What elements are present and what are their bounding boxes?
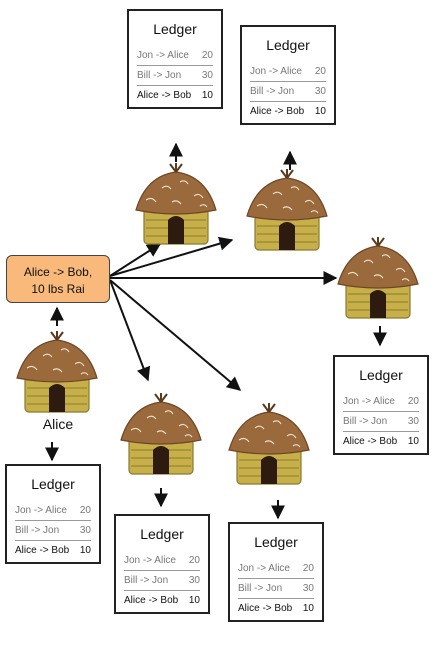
ledger-hut-4: Ledger Jon -> Alice 20 Bill -> Jon 30 Alic… (114, 514, 210, 614)
ledger-row-desc: Alice -> Bob (343, 436, 398, 447)
hut-5 (228, 402, 310, 485)
ledger-title: Ledger (266, 37, 310, 53)
ledger-row-desc: Jon -> Alice (124, 555, 176, 566)
ledger-hut-5: Ledger Jon -> Alice 20 Bill -> Jon 30 Alic… (228, 522, 324, 622)
ledger-row-amount: 10 (188, 595, 200, 606)
ledger-row-amount: 10 (302, 603, 314, 614)
ledger-row-amount: 20 (79, 505, 91, 516)
message-line-1: Alice -> Bob, (23, 265, 93, 279)
arrow-to-hut-2 (109, 236, 234, 277)
ledger-row: Alice -> Bob 10 (124, 592, 200, 610)
ledger-row: Jon -> Alice 20 (124, 552, 200, 571)
ledger-row-desc: Bill -> Jon (343, 416, 388, 427)
hut-alice (16, 330, 98, 413)
ledger-hut-2: Ledger Jon -> Alice 20 Bill -> Jon 30 Alic… (240, 25, 336, 125)
ledger-row-desc: Jon -> Alice (343, 396, 395, 407)
ledger-row: Alice -> Bob 10 (137, 87, 213, 105)
ledger-row-amount: 10 (314, 106, 326, 117)
transaction-message: Alice -> Bob, 10 lbs Rai (6, 255, 110, 303)
ledger-row-desc: Bill -> Jon (238, 583, 283, 594)
ledger-row: Alice -> Bob 10 (250, 103, 326, 121)
ledger-title: Ledger (359, 367, 403, 383)
ledger-title: Ledger (254, 534, 298, 550)
ledger-row: Alice -> Bob 10 (15, 542, 91, 560)
alice-label: Alice (42, 416, 74, 432)
ledger-row-desc: Jon -> Alice (238, 563, 290, 574)
ledger-row: Alice -> Bob 10 (343, 433, 419, 451)
ledger-row: Jon -> Alice 20 (137, 47, 213, 66)
ledger-row-desc: Alice -> Bob (124, 595, 179, 606)
ledger-row-amount: 30 (407, 416, 419, 427)
ledger-hut-3: Ledger Jon -> Alice 20 Bill -> Jon 30 Alic… (333, 355, 429, 455)
ledger-row-amount: 10 (79, 545, 91, 556)
ledger-row-desc: Bill -> Jon (137, 70, 182, 81)
hut-4 (120, 392, 202, 475)
ledger-row: Bill -> Jon 30 (238, 580, 314, 599)
ledger-row-amount: 30 (314, 86, 326, 97)
ledger-row-amount: 20 (314, 66, 326, 77)
ledger-title: Ledger (153, 21, 197, 37)
ledger-hut-1: Ledger Jon -> Alice 20 Bill -> Jon 30 Alic… (127, 9, 223, 109)
ledger-row-amount: 20 (188, 555, 200, 566)
ledger-row: Bill -> Jon 30 (343, 413, 419, 432)
ledger-row: Bill -> Jon 30 (250, 83, 326, 102)
message-line-2: 10 lbs Rai (31, 282, 85, 296)
hut-2 (246, 168, 328, 251)
ledger-title: Ledger (140, 526, 184, 542)
arrow-to-hut-5 (109, 279, 242, 391)
ledger-row: Jon -> Alice 20 (15, 502, 91, 521)
hut-1 (135, 162, 217, 245)
ledger-row-desc: Bill -> Jon (124, 575, 169, 586)
connection-arrows (45, 142, 387, 520)
ledger-row-amount: 10 (201, 90, 213, 101)
ledger-row: Bill -> Jon 30 (15, 522, 91, 541)
ledger-row-desc: Jon -> Alice (137, 50, 189, 61)
ledger-row-desc: Bill -> Jon (15, 525, 60, 536)
ledger-row-amount: 30 (302, 583, 314, 594)
arrow-to-hut-1 (109, 243, 162, 277)
ledger-row-amount: 30 (79, 525, 91, 536)
ledger-row-amount: 30 (188, 575, 200, 586)
ledger-title: Ledger (31, 476, 75, 492)
arrow-to-hut-4 (109, 279, 151, 382)
ledger-row: Jon -> Alice 20 (343, 393, 419, 412)
ledger-row: Jon -> Alice 20 (238, 560, 314, 579)
ledger-row-desc: Bill -> Jon (250, 86, 295, 97)
ledger-row-desc: Jon -> Alice (15, 505, 67, 516)
hut-3 (337, 236, 419, 319)
ledger-row-amount: 10 (407, 436, 419, 447)
ledger-row-desc: Alice -> Bob (250, 106, 305, 117)
ledger-row-amount: 20 (407, 396, 419, 407)
ledger-row: Bill -> Jon 30 (137, 67, 213, 86)
ledger-row-desc: Alice -> Bob (238, 603, 293, 614)
ledger-row-amount: 30 (201, 70, 213, 81)
ledger-row-desc: Alice -> Bob (137, 90, 192, 101)
ledger-row-desc: Jon -> Alice (250, 66, 302, 77)
ledger-row-desc: Alice -> Bob (15, 545, 70, 556)
ledger-row: Alice -> Bob 10 (238, 600, 314, 618)
ledger-row-amount: 20 (201, 50, 213, 61)
ledger-row: Jon -> Alice 20 (250, 63, 326, 82)
ledger-alice: Ledger Jon -> Alice 20 Bill -> Jon 30 Alic… (5, 464, 101, 564)
ledger-row: Bill -> Jon 30 (124, 572, 200, 591)
ledger-row-amount: 20 (302, 563, 314, 574)
